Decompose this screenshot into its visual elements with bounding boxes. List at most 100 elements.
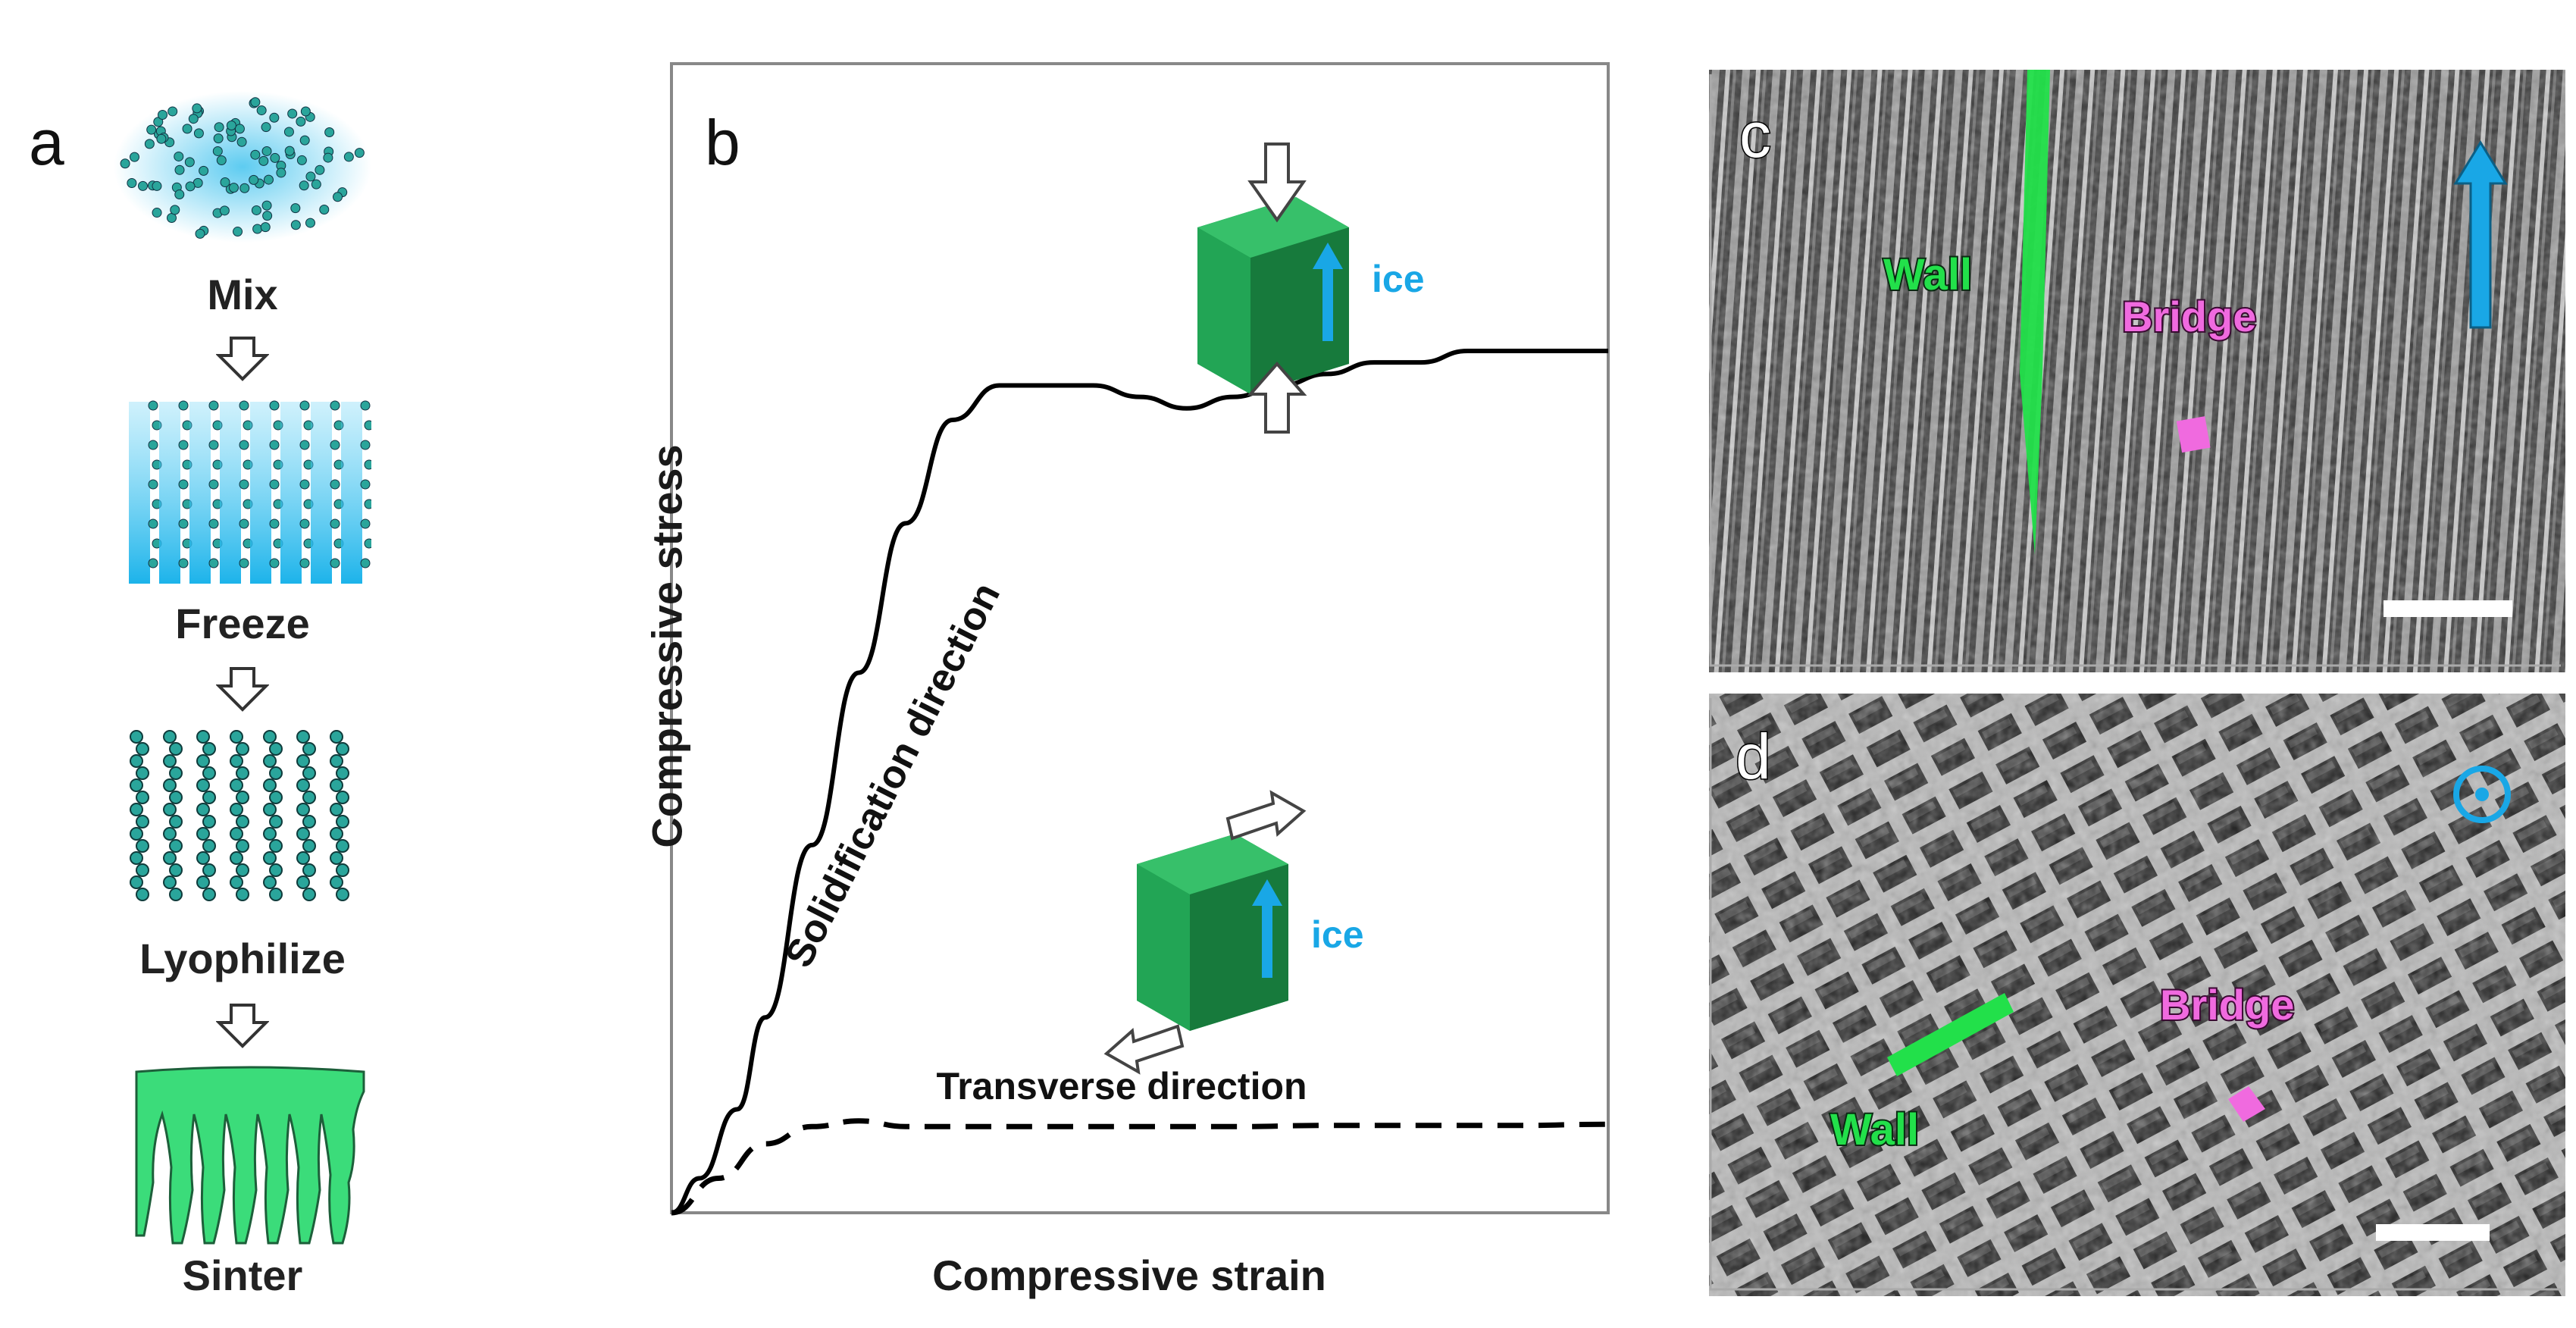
bridge-label-d: Bridge	[2160, 981, 2294, 1029]
particle	[184, 157, 195, 168]
particle	[296, 116, 306, 127]
particle	[330, 803, 343, 816]
particle	[256, 105, 267, 116]
particle	[199, 165, 209, 176]
bridge-highlight	[2228, 1086, 2265, 1122]
particle	[252, 224, 263, 234]
ice-column	[189, 402, 211, 584]
scale-bar	[2384, 600, 2512, 617]
particle	[269, 518, 280, 529]
lyophilize-illustration	[130, 730, 349, 901]
particle	[263, 827, 277, 841]
particle	[127, 178, 137, 189]
mix-illustration	[114, 91, 371, 243]
particle	[196, 851, 210, 865]
particle	[239, 558, 249, 568]
particle	[269, 440, 280, 450]
particle	[261, 200, 272, 211]
particle	[311, 179, 321, 189]
particle	[178, 400, 189, 411]
particle	[330, 851, 343, 865]
particle	[269, 888, 283, 901]
wall-label-d: Wall	[1830, 1105, 1919, 1154]
wall-label-c: Wall	[1883, 250, 1972, 299]
particle	[196, 778, 210, 792]
particle	[236, 742, 249, 756]
stress-strain-chart: ice ice Transverse direction Solidificat…	[670, 62, 1610, 1216]
particle	[169, 839, 183, 853]
particle	[208, 440, 219, 450]
compression-arrow-icon	[1247, 143, 1307, 223]
particle	[336, 766, 349, 780]
particle	[202, 863, 216, 877]
particle	[263, 803, 277, 816]
particle	[260, 222, 271, 233]
particle	[263, 778, 277, 792]
particle	[269, 791, 283, 804]
particle	[196, 875, 210, 889]
particle	[163, 778, 177, 792]
ice-label-top: ice	[1372, 258, 1425, 300]
particle	[230, 875, 243, 889]
particle	[343, 152, 354, 162]
particle	[156, 133, 167, 144]
particle	[236, 839, 249, 853]
particle	[239, 440, 249, 450]
panel-letter-c: c	[1739, 99, 1771, 171]
particle	[333, 192, 343, 202]
particle	[336, 839, 349, 853]
particle	[130, 875, 143, 889]
particle	[196, 754, 210, 768]
particle	[178, 440, 189, 450]
ice-column	[341, 402, 362, 584]
ice-arrow-icon	[1252, 879, 1282, 978]
particle	[251, 205, 261, 215]
particle	[236, 136, 247, 147]
particle	[290, 203, 301, 214]
particle	[299, 558, 310, 568]
particle	[163, 851, 177, 865]
compression-arrow-icon	[1247, 361, 1307, 434]
particle	[364, 420, 371, 431]
particle	[330, 518, 340, 529]
particle	[360, 558, 371, 568]
particle	[120, 158, 130, 169]
particle	[153, 117, 164, 127]
particle	[208, 479, 219, 490]
particle	[188, 114, 199, 124]
particle	[263, 730, 277, 744]
ice-label-bottom: ice	[1311, 913, 1364, 956]
particle	[299, 518, 310, 529]
particle	[136, 791, 149, 804]
particle	[195, 228, 205, 239]
particle	[202, 839, 216, 853]
particle	[236, 766, 249, 780]
particle	[144, 139, 155, 149]
particle	[250, 97, 261, 108]
particle	[169, 791, 183, 804]
particle	[269, 815, 283, 828]
particle	[262, 211, 273, 221]
compression-arrow-icon	[1225, 790, 1307, 841]
step-lyophilize-label: Lyophilize	[139, 935, 346, 982]
particle	[302, 839, 316, 853]
particle	[178, 479, 189, 490]
particle	[296, 778, 310, 792]
particle	[299, 400, 310, 411]
step-freeze-label: Freeze	[175, 600, 310, 647]
particle	[261, 122, 271, 133]
particle	[296, 155, 307, 165]
particle	[360, 479, 371, 490]
particle	[152, 208, 162, 218]
particle	[299, 180, 309, 191]
particle	[174, 151, 184, 161]
ice-column	[250, 402, 271, 584]
sem-micrograph-longitudinal: c Wall Bridge	[1709, 70, 2565, 672]
particle	[174, 189, 185, 200]
particle	[269, 742, 283, 756]
particle	[230, 851, 243, 865]
particle	[136, 815, 149, 828]
particle	[239, 183, 250, 193]
panel-letter-a: a	[29, 107, 64, 178]
particle	[336, 863, 349, 877]
